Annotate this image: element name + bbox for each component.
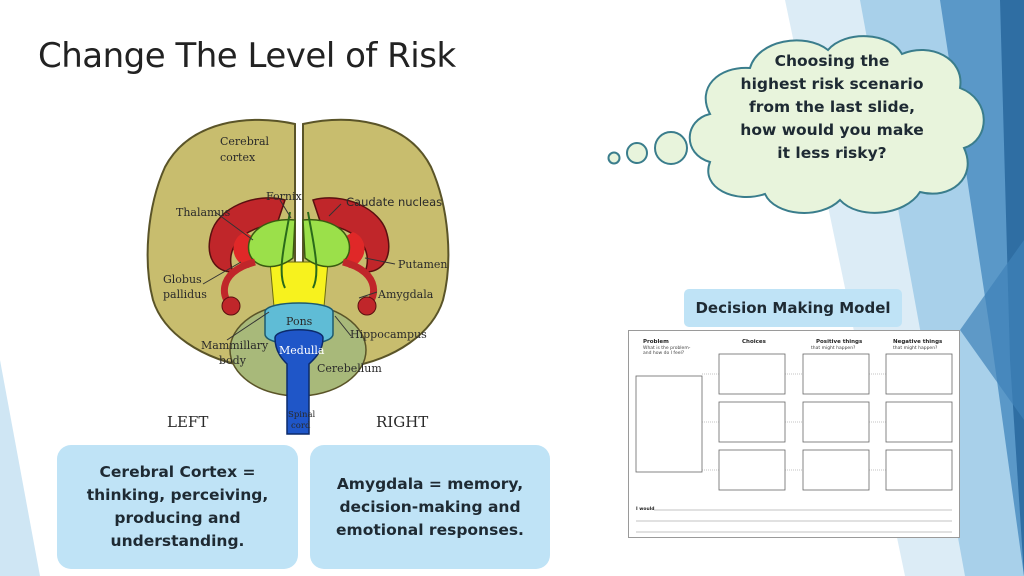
brain-diagram: Cerebral cortex Fornix Caudate nucleas T… xyxy=(146,118,450,435)
label-medulla: Medulla xyxy=(279,344,325,357)
svg-text:that might happen?: that might happen? xyxy=(893,345,938,351)
label-cord: cord xyxy=(291,421,311,431)
label-caudate: Caudate nucleas xyxy=(346,195,442,209)
label-cerebral: Cerebral xyxy=(220,135,270,148)
ws-header-problem: Problem xyxy=(643,339,669,345)
svg-text:and how do I feel?: and how do I feel? xyxy=(643,350,685,356)
ws-header-positive: Positive things xyxy=(816,339,863,345)
decision-model-label: Decision Making Model xyxy=(684,289,902,327)
amygdala-card: Amygdala = memory, decision-making and e… xyxy=(310,445,550,569)
label-globus: Globus xyxy=(163,273,202,286)
label-spinal: Spinal xyxy=(288,410,316,420)
svg-text:What is the problem-: What is the problem- xyxy=(643,345,691,351)
ws-header-choices: Choices xyxy=(742,339,767,345)
label-cortex: cortex xyxy=(220,151,256,164)
label-cerebellum: Cerebellum xyxy=(317,362,382,375)
label-fornix: Fornix xyxy=(266,190,303,203)
label-mammillary: Mammillary xyxy=(201,339,269,352)
svg-text:that might happen?: that might happen? xyxy=(811,345,856,351)
ws-header-negative: Negative things xyxy=(893,339,943,345)
page-title: Change The Level of Risk xyxy=(38,36,456,76)
label-pallidus: pallidus xyxy=(163,288,207,301)
label-right: RIGHT xyxy=(376,413,428,431)
decision-worksheet: Problem Choices Positive things Negative… xyxy=(628,330,960,538)
ws-footer-label: I would xyxy=(636,506,654,512)
label-amygdala: Amygdala xyxy=(377,288,434,301)
label-body: body xyxy=(219,354,247,367)
thought-bubble xyxy=(607,35,985,214)
label-pons: Pons xyxy=(286,315,313,328)
label-putamen: Putamen xyxy=(398,258,448,271)
label-left: LEFT xyxy=(167,413,208,431)
medulla-shape xyxy=(274,329,324,435)
label-hippocampus: Hippocampus xyxy=(350,328,427,341)
cerebral-cortex-card: Cerebral Cortex = thinking, perceiving, … xyxy=(57,445,298,569)
label-thalamus: Thalamus xyxy=(176,206,231,219)
thought-bubble-text: Choosing the highest risk scenario from … xyxy=(740,52,924,162)
